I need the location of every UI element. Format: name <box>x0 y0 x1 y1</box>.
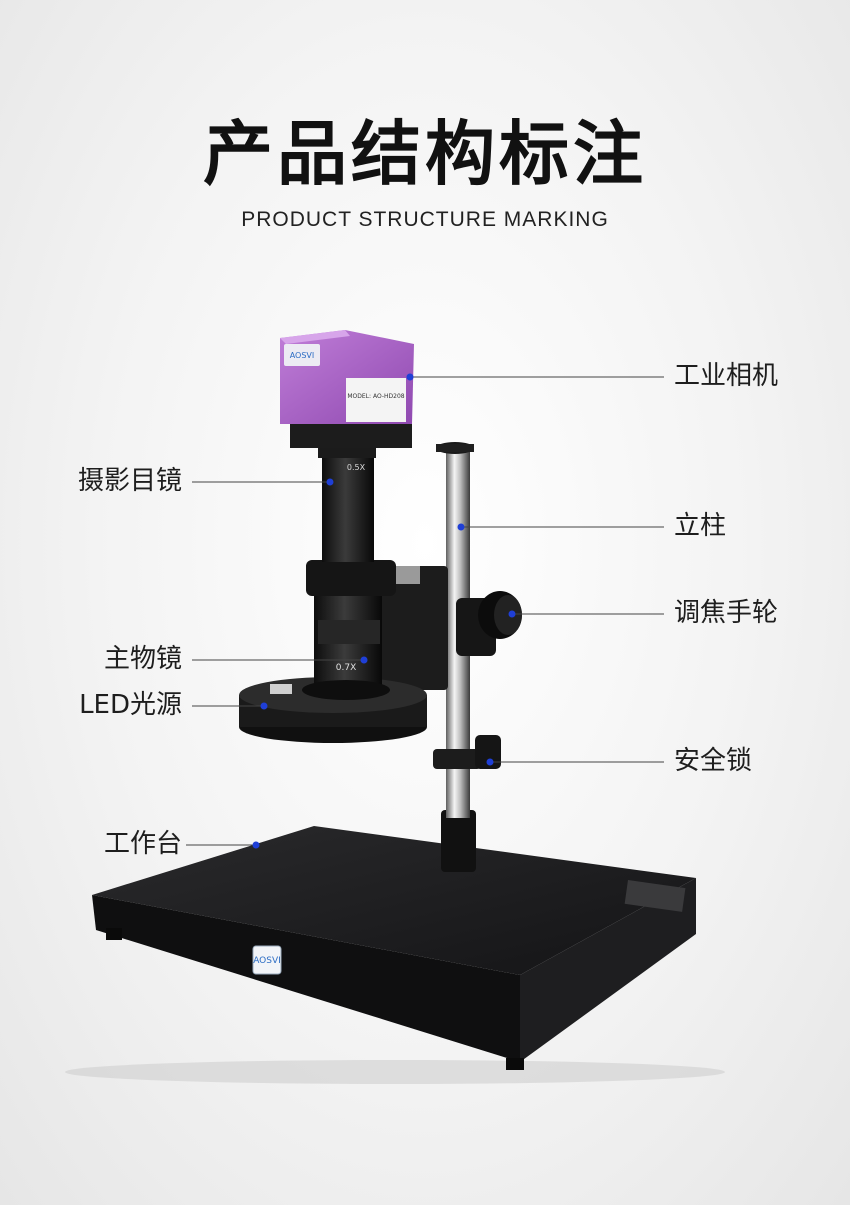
label-led-light: LED光源 <box>79 690 182 720</box>
focus-bracket <box>380 566 522 690</box>
eyepiece-mark: 0.5X <box>347 463 366 472</box>
page-title: 产品结构标注 <box>203 113 647 195</box>
marker-objective <box>360 656 368 664</box>
marker-led <box>260 702 268 710</box>
label-stand-pole: 立柱 <box>674 511 727 541</box>
label-main-objective: 主物镜 <box>103 644 182 674</box>
label-work-table: 工作台 <box>103 829 182 859</box>
camera-brand-logo: AOSVI <box>290 351 315 360</box>
main-objective-lens: 0.7X <box>302 560 396 700</box>
marker-camera <box>406 373 414 381</box>
marker-lens <box>326 478 334 486</box>
marker-dots <box>252 373 516 849</box>
industrial-camera: MODEL: AO-HD208 AOSVI <box>280 330 414 448</box>
marker-knob <box>508 610 516 618</box>
safety-lock <box>433 735 501 769</box>
leader-lines <box>186 376 664 846</box>
label-camera-lens: 摄影目镜 <box>77 466 182 496</box>
objective-mark: 0.7X <box>336 663 356 673</box>
label-focus-knob: 调焦手轮 <box>674 598 779 628</box>
marker-pole <box>457 523 465 531</box>
label-safety-lock: 安全锁 <box>674 746 753 776</box>
base-brand-logo: AOSVI <box>253 956 281 966</box>
page-subtitle: PRODUCT STRUCTURE MARKING <box>241 208 609 231</box>
camera-lens-tube: 0.5X <box>318 444 376 562</box>
work-table: AOSVI <box>65 826 725 1084</box>
camera-model-label: MODEL: AO-HD208 <box>347 393 404 400</box>
label-industrial-camera: 工业相机 <box>674 361 779 391</box>
marker-table <box>252 841 260 849</box>
marker-lock <box>486 758 494 766</box>
